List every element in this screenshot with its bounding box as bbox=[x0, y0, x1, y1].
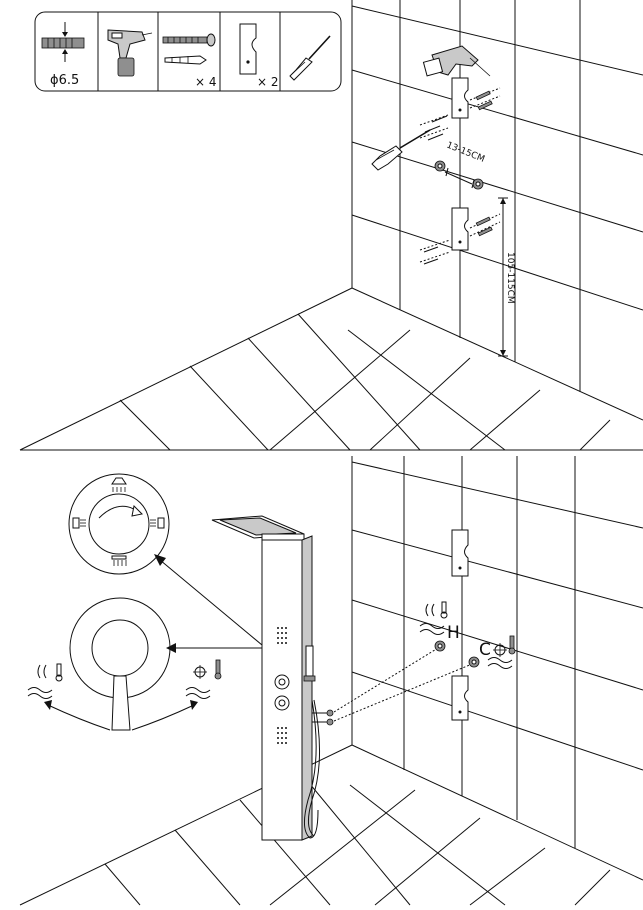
height-label: 105-115CM bbox=[505, 252, 515, 304]
height-dimension-line bbox=[498, 197, 508, 357]
top-wall-tiles bbox=[19, 0, 643, 451]
cold-water-icon bbox=[185, 659, 222, 699]
electric-drill-icon bbox=[107, 29, 153, 77]
bottom-upper-bracket bbox=[451, 529, 469, 577]
connection-dashes bbox=[333, 647, 473, 722]
screws-anchors-icon bbox=[162, 33, 216, 65]
wall-outlets bbox=[434, 160, 484, 190]
hand-shower-icon bbox=[150, 517, 165, 529]
hot-supply-icon bbox=[419, 601, 448, 635]
bracket-quantity: × 2 bbox=[257, 75, 279, 89]
bottom-lower-bracket bbox=[451, 675, 469, 721]
lower-bracket bbox=[419, 207, 501, 265]
body-jets-icon-left bbox=[72, 517, 86, 529]
tools-kit-panel bbox=[34, 11, 342, 92]
rain-shower-icon bbox=[111, 477, 127, 492]
drill-bit-size: ϕ6.5 bbox=[50, 73, 79, 88]
wall-bracket-icon bbox=[239, 23, 257, 75]
hot-label: H bbox=[447, 623, 460, 643]
cold-label: C bbox=[479, 640, 491, 660]
waterfall-icon bbox=[111, 555, 127, 566]
hot-outlet bbox=[434, 640, 446, 652]
hot-water-icon bbox=[27, 663, 63, 699]
screwdriver-icon bbox=[289, 35, 331, 81]
diverter-dial-diagram bbox=[68, 473, 170, 575]
body-jet-nozzles bbox=[277, 627, 287, 744]
temperature-handle-diagram bbox=[44, 597, 198, 731]
drill-on-wall bbox=[422, 45, 491, 77]
drill-bit-icon bbox=[41, 22, 85, 62]
screws-left-upper bbox=[424, 115, 448, 141]
screwdriver-in-scene bbox=[371, 114, 449, 171]
bottom-wall-tiles bbox=[19, 456, 643, 906]
screws-quantity: × 4 bbox=[195, 75, 217, 89]
upper-bracket bbox=[451, 77, 501, 119]
cold-supply-icon bbox=[487, 635, 516, 669]
hand-shower bbox=[305, 645, 314, 677]
shower-panel bbox=[211, 515, 334, 841]
bracket-spacing-label: 13-15CM bbox=[445, 141, 486, 165]
cold-outlet bbox=[468, 656, 480, 668]
pointer-arrows bbox=[154, 554, 270, 653]
